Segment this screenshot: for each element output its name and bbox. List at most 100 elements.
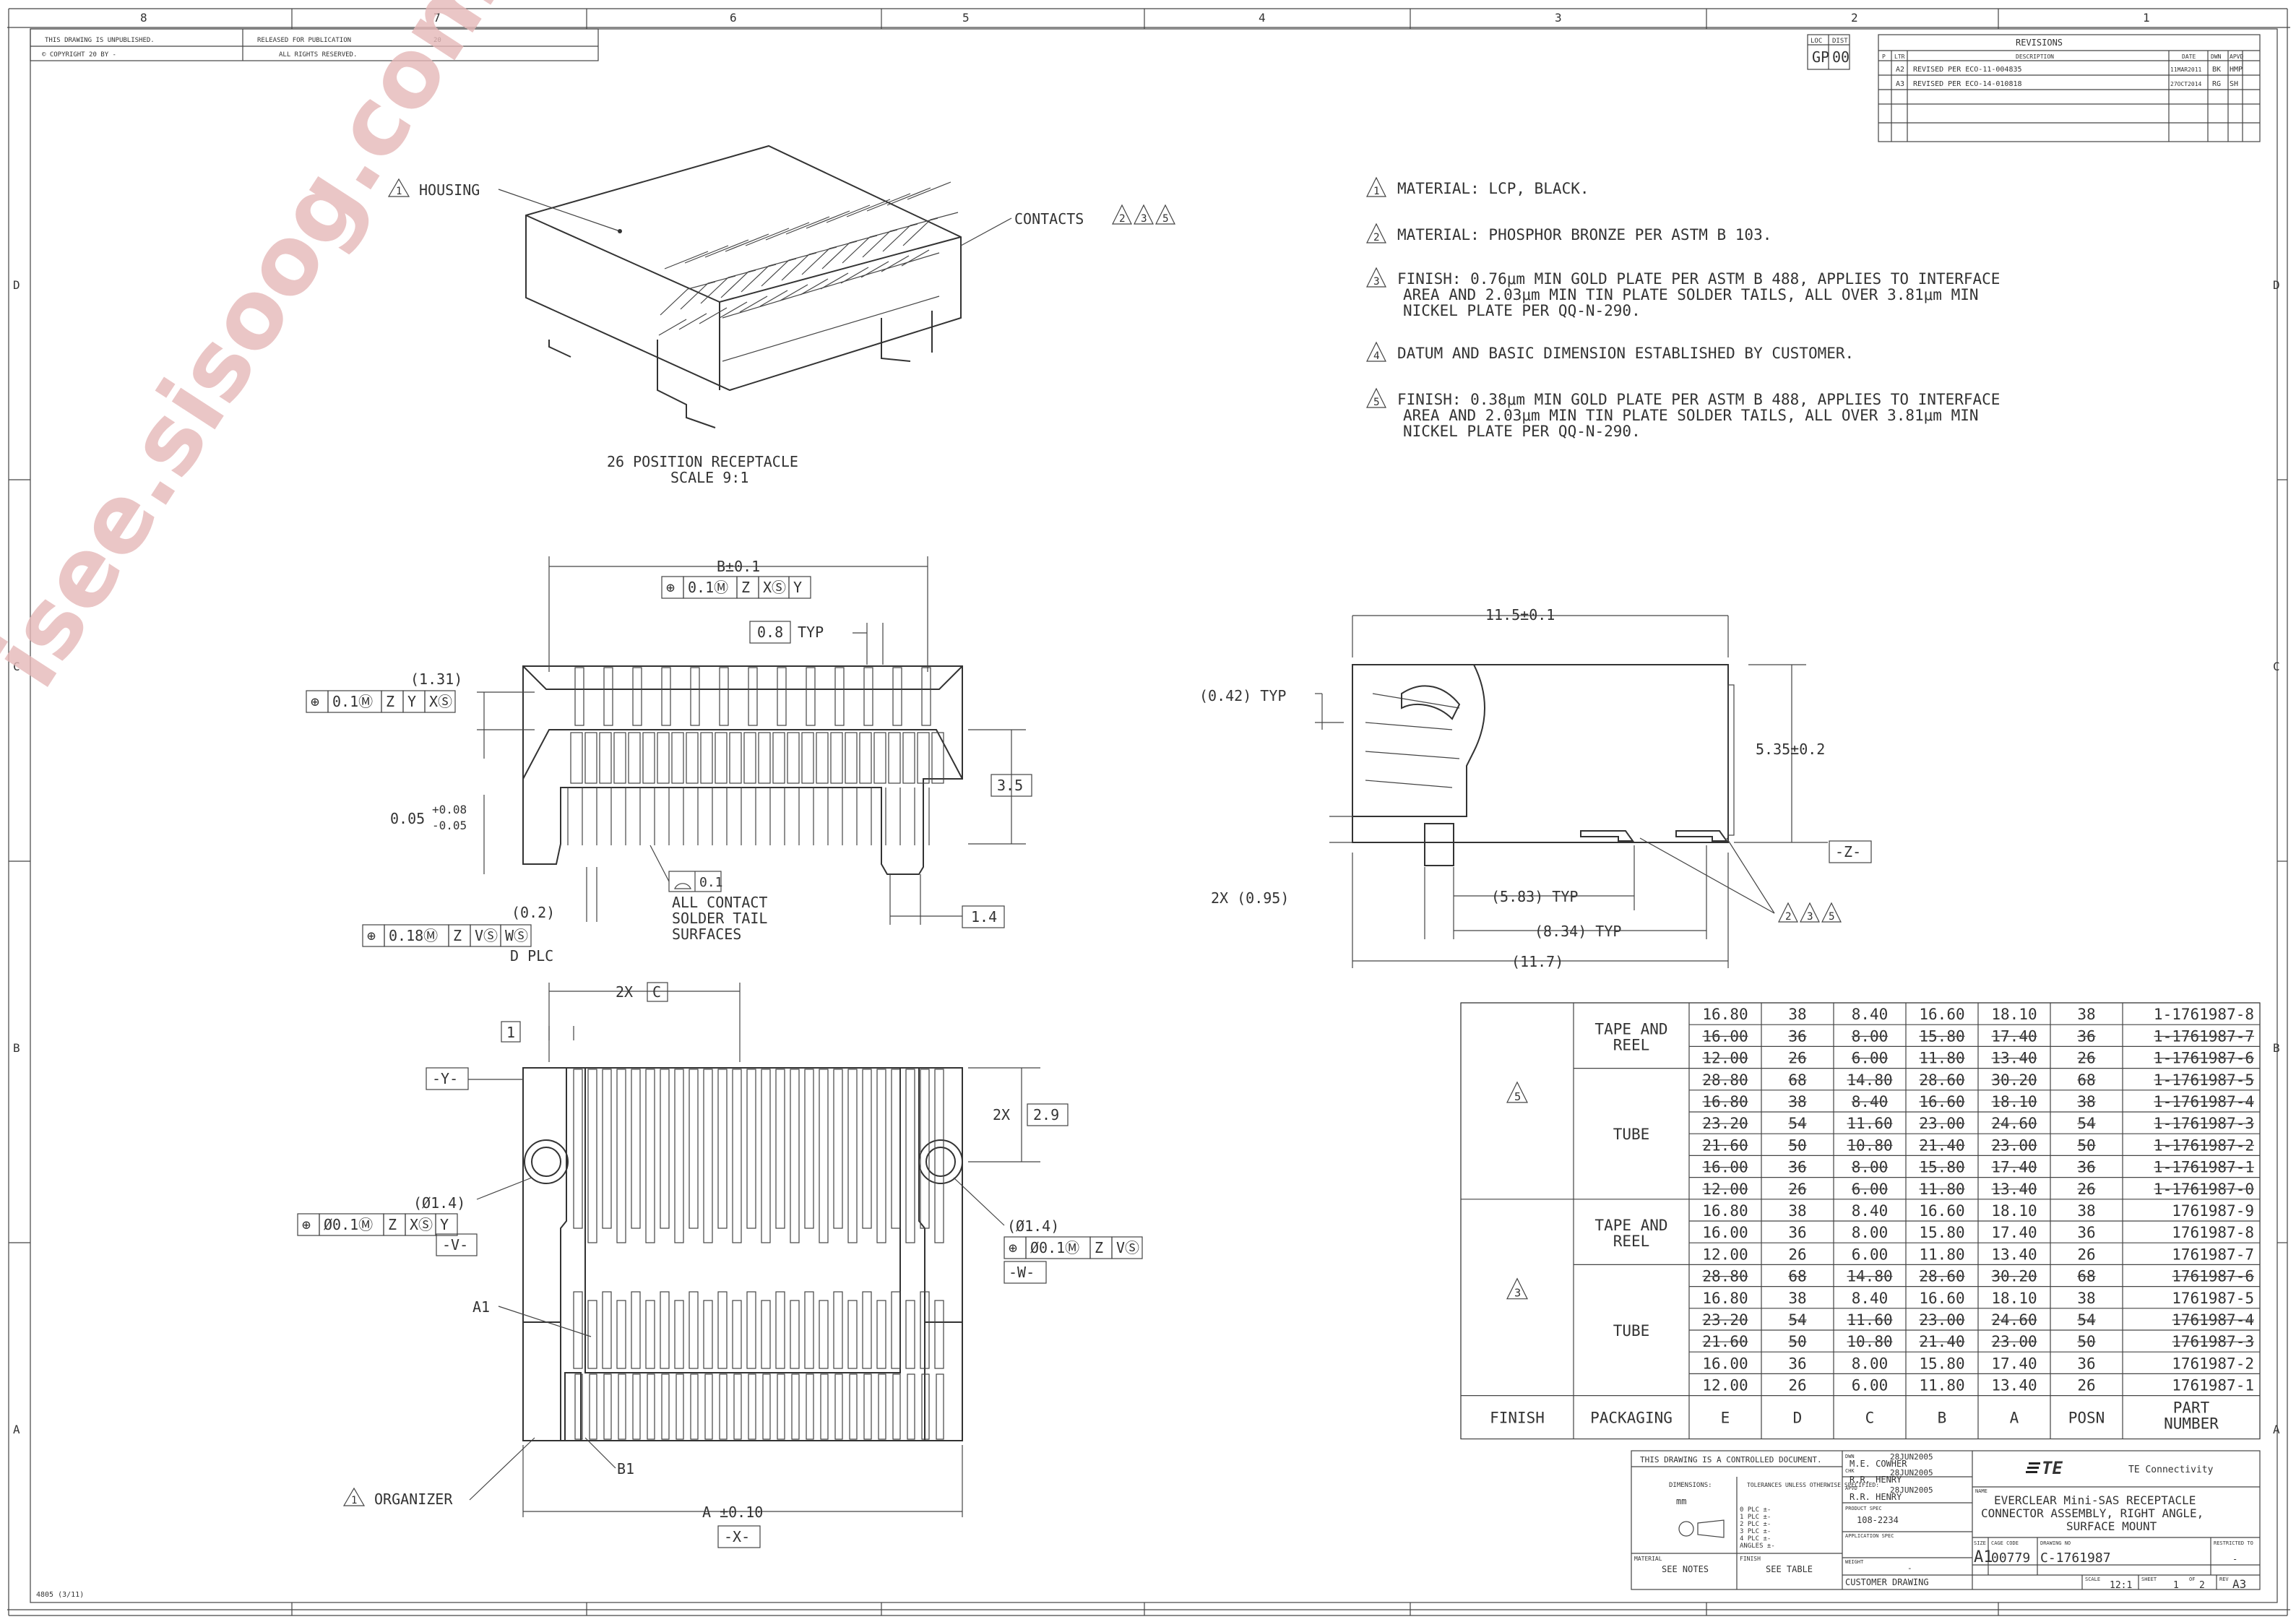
released-text: RELEASED FOR PUBLICATION (257, 37, 351, 44)
bottom-row-pin (689, 1291, 699, 1369)
solder-tail (907, 1373, 915, 1440)
note-flag-number: 2 (1119, 213, 1126, 225)
b1-label: B1 (617, 1460, 634, 1478)
note-flag-number: 2 (1785, 911, 1792, 923)
housing-flag: 1 (396, 186, 402, 197)
dim-042: (0.42) TYP (1199, 687, 1286, 704)
note-flag-icon: 5 (1506, 1081, 1528, 1103)
fcf-cell (500, 924, 532, 947)
datum-z: -Z- (1835, 843, 1861, 860)
upper-contact-slot (777, 667, 787, 726)
note-flag-number: 3 (1807, 911, 1813, 923)
top-row-pin (862, 1069, 872, 1229)
note-flag-icon: 2 (1112, 204, 1132, 225)
solder-tail (849, 1373, 858, 1440)
side-view: 11.5±0.1 (0.42) TYP 5.35±0.2 -Z- 2X (0.9… (1199, 606, 1872, 970)
table-cell: 16.80 (1702, 1202, 1748, 1220)
table-cell: 16.80 (1702, 1290, 1748, 1307)
upper-contact-slot (661, 667, 671, 726)
table-cell: 15.80 (1919, 1224, 1964, 1241)
note-flag-icon: 3 (1366, 267, 1386, 288)
table-cell: 26 (1788, 1377, 1806, 1394)
scale-value: 12:1 (2110, 1580, 2132, 1591)
packaging-label: TAPE AND (1594, 1217, 1667, 1234)
solder-tail (676, 1373, 684, 1440)
table-cell: 1761987-9 (2172, 1202, 2254, 1220)
note-flag-number: 5 (1162, 213, 1169, 225)
table-header: D (1793, 1410, 1803, 1427)
fcf-cell-text: ⊕ (1009, 1239, 1017, 1256)
table-cell: 8.40 (1852, 1006, 1889, 1023)
dim-834: (8.34) TYP (1535, 923, 1621, 940)
title-block: THIS DRAWING IS A CONTROLLED DOCUMENT. D… (1631, 1450, 2261, 1591)
note-line: FINISH: 0.38μm MIN GOLD PLATE PER ASTM B… (1397, 391, 2000, 408)
finish-label: FINISH (1740, 1556, 1761, 1562)
iso-scale: SCALE 9:1 (670, 469, 748, 486)
dim-box-14 (962, 905, 1005, 928)
fcf-cell-text: 0.1Ⓜ (332, 693, 373, 710)
upper-contact-slot (719, 667, 729, 726)
note-line: NICKEL PLATE PER QQ-N-290. (1403, 423, 1641, 440)
company-name: TE Connectivity (2128, 1464, 2214, 1475)
table-header: B (1938, 1410, 1947, 1427)
solder-tail (748, 1373, 756, 1440)
restricted-label: RESTRICTED TO (2214, 1540, 2253, 1546)
iso-caption: 26 POSITION RECEPTACLE (607, 453, 798, 470)
rev-row-dwn: RG (2212, 80, 2221, 88)
rev-header-ltr: LTR (1894, 53, 1905, 60)
lower-contact-slot (657, 732, 670, 784)
bottom-row-pin (862, 1291, 872, 1369)
one-box (501, 1021, 521, 1043)
weight-label: WEIGHT (1845, 1559, 1864, 1565)
title-line3: SURFACE MOUNT (2066, 1519, 2157, 1533)
bottom-row-pin (891, 1291, 901, 1369)
top-row-pin (660, 1069, 670, 1229)
dimensions-label: DIMENSIONS: (1669, 1482, 1712, 1489)
solder-tail (704, 1373, 713, 1440)
organizer-label: ORGANIZER (374, 1491, 453, 1508)
upper-contact-slot (834, 667, 845, 726)
table-header: POSN (2068, 1410, 2105, 1427)
apvd-date: 28JUN2005 (1890, 1485, 1933, 1495)
profile-value: 0.1 (699, 875, 723, 890)
solder-tail (921, 1373, 930, 1440)
table-cell: 16.60 (1919, 1290, 1964, 1307)
rev-label: REV (2219, 1576, 2229, 1582)
table-cell: 36 (2077, 1224, 2095, 1241)
note-flag-number: 3 (1373, 276, 1380, 288)
table-cell: 36 (2077, 1355, 2095, 1372)
organizer-flag: 1 (351, 1495, 357, 1506)
fcf-cell-text: Ø0.1Ⓜ (1030, 1239, 1079, 1256)
lower-contact-slot (830, 732, 843, 784)
title-line2: CONNECTOR ASSEMBLY, RIGHT ANGLE, (1981, 1506, 2204, 1520)
zone-label-top: 3 (1555, 11, 1562, 25)
upper-contact-slot (690, 667, 700, 726)
lower-contact-slot (686, 732, 699, 784)
upper-contact-slot (603, 667, 613, 726)
table-cell: 6.00 (1852, 1246, 1889, 1263)
note-flag-number: 5 (1373, 397, 1380, 408)
fcf-cell-text: WⓈ (505, 927, 528, 944)
bottom-row-pin (804, 1291, 814, 1369)
zone-label-right: D (2273, 278, 2280, 292)
table-cell: 1761987-7 (2172, 1246, 2254, 1263)
dim-08-typ: TYP (798, 624, 824, 641)
leader-dot (618, 229, 622, 233)
bottom-row-pin (833, 1291, 843, 1369)
all-contact-line3: SURFACES (672, 926, 741, 943)
table-cell: 8.40 (1852, 1290, 1889, 1307)
front-slots (567, 667, 944, 845)
solder-tail (661, 1373, 670, 1440)
table-cell: 11.80 (1919, 1246, 1964, 1263)
lower-contact-slot (888, 732, 901, 784)
datum-v: -V- (442, 1236, 468, 1254)
rev-row-ltr: A3 (1896, 80, 1904, 88)
te-logo-icon: TE (2026, 1458, 2063, 1478)
table-cell: 38 (1788, 1202, 1806, 1220)
chk-name: R.R. HENRY (1850, 1475, 1902, 1485)
unpublished-block: THIS DRAWING IS UNPUBLISHED. © COPYRIGHT… (30, 28, 599, 61)
solder-tail (647, 1373, 655, 1440)
note-line: FINISH: 0.76μm MIN GOLD PLATE PER ASTM B… (1397, 270, 2000, 288)
solder-tail (589, 1373, 597, 1440)
table-cell: 38 (1788, 1006, 1806, 1023)
